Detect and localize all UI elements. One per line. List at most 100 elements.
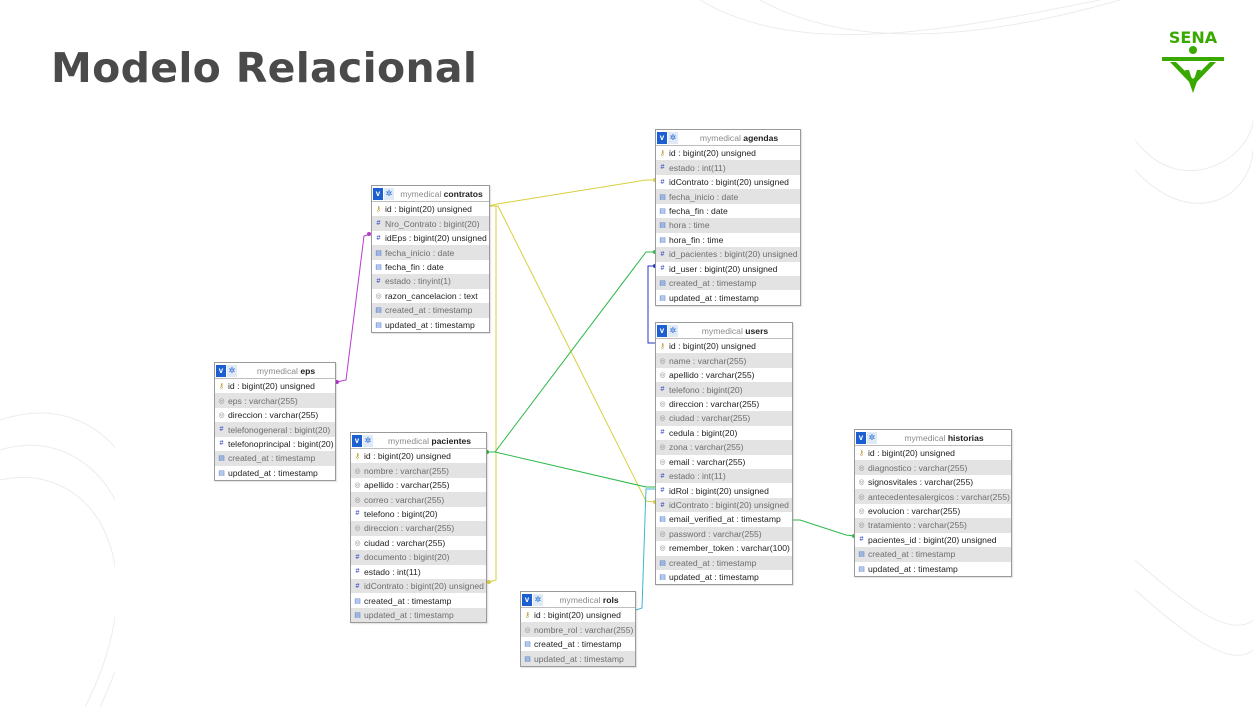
collapse-icon[interactable]: v — [216, 364, 226, 377]
table-eps[interactable]: v ✲ mymedical eps ⚷id : bigint(20) unsig… — [214, 362, 336, 482]
table-pacientes[interactable]: v ✲ mymedical pacientes ⚷id : bigint(20)… — [350, 432, 487, 624]
table-rols[interactable]: v ✲ mymedical rols ⚷id : bigint(20) unsi… — [520, 591, 636, 667]
column-row[interactable]: ▤updated_at : timestamp — [351, 607, 486, 623]
column-label: fecha_fin : date — [385, 261, 444, 272]
table-header[interactable]: v ✲ mymedical historias — [855, 430, 1011, 446]
options-icon[interactable]: ✲ — [867, 431, 877, 444]
column-row[interactable]: ▤created_at : timestamp — [351, 593, 486, 607]
column-row[interactable]: ▤fecha_inicio : date — [656, 189, 800, 204]
table-agendas[interactable]: v ✲ mymedical agendas ⚷id : bigint(20) u… — [655, 129, 801, 306]
column-row[interactable]: ◎nombre : varchar(255) — [351, 463, 486, 478]
table-header[interactable]: v ✲ mymedical rols — [521, 592, 635, 608]
column-row[interactable]: ▤created_at : timestamp — [656, 275, 800, 291]
options-icon[interactable]: ✲ — [227, 364, 237, 377]
table-header[interactable]: v ✲ mymedical pacientes — [351, 433, 486, 449]
column-row[interactable]: ◎remember_token : varchar(100) — [656, 541, 792, 555]
column-row[interactable]: ◎zona : varchar(255) — [656, 440, 792, 455]
collapse-icon[interactable]: v — [352, 434, 362, 447]
column-row[interactable]: ▤email_verified_at : timestamp — [656, 512, 792, 526]
column-row[interactable]: #pacientes_id : bigint(20) unsigned — [855, 533, 1011, 547]
column-row[interactable]: ◎tratamiento : varchar(255) — [855, 518, 1011, 533]
column-row[interactable]: ▤updated_at : timestamp — [372, 318, 489, 332]
column-row[interactable]: ⚷id : bigint(20) unsigned — [656, 339, 792, 353]
column-row[interactable]: ▤fecha_inicio : date — [372, 245, 489, 260]
column-row[interactable]: ⚷id : bigint(20) unsigned — [656, 146, 800, 160]
collapse-icon[interactable]: v — [657, 324, 667, 337]
column-row[interactable]: #cedula : bigint(20) — [656, 426, 792, 440]
column-row[interactable]: ◎razon_cancelacion : text — [372, 289, 489, 303]
column-row[interactable]: ◎signosvitales : varchar(255) — [855, 475, 1011, 489]
table-header[interactable]: v ✲ mymedical users — [656, 323, 792, 339]
column-row[interactable]: ◎apellido : varchar(255) — [656, 368, 792, 382]
column-row[interactable]: ◎apellido : varchar(255) — [351, 478, 486, 492]
column-row[interactable]: ⚷id : bigint(20) unsigned — [521, 608, 635, 622]
collapse-icon[interactable]: v — [657, 131, 667, 144]
column-row[interactable]: ◎ciudad : varchar(255) — [656, 411, 792, 426]
column-row[interactable]: #idContrato : bigint(20) unsigned — [656, 175, 800, 189]
column-row[interactable]: ◎diagnostico : varchar(255) — [855, 460, 1011, 475]
column-row[interactable]: ◎correo : varchar(255) — [351, 492, 486, 507]
column-row[interactable]: ◎ciudad : varchar(255) — [351, 536, 486, 550]
column-row[interactable]: ⚷id : bigint(20) unsigned — [855, 446, 1011, 460]
column-row[interactable]: #idContrato : bigint(20) unsigned — [351, 578, 486, 594]
column-row[interactable]: ◎direccion : varchar(255) — [351, 521, 486, 536]
column-row[interactable]: #telefono : bigint(20) — [351, 507, 486, 521]
table-historias[interactable]: v ✲ mymedical historias ⚷id : bigint(20)… — [854, 429, 1012, 577]
column-row[interactable]: ▤updated_at : timestamp — [521, 651, 635, 666]
table-header[interactable]: v ✲ mymedical eps — [215, 363, 335, 379]
column-row[interactable]: ▤created_at : timestamp — [521, 637, 635, 651]
column-row[interactable]: #idRol : bigint(20) unsigned — [656, 483, 792, 497]
column-row[interactable]: #telefonogeneral : bigint(20) — [215, 422, 335, 437]
options-icon[interactable]: ✲ — [668, 131, 678, 144]
column-row[interactable]: ▤created_at : timestamp — [656, 555, 792, 570]
column-row[interactable]: #Nro_Contrato : bigint(20) — [372, 216, 489, 231]
column-row[interactable]: #estado : int(11) — [656, 468, 792, 484]
table-contratos[interactable]: v ✲ mymedical contratos ⚷id : bigint(20)… — [371, 185, 490, 333]
column-row[interactable]: #idContrato : bigint(20) unsigned — [656, 497, 792, 513]
column-row[interactable]: #idEps : bigint(20) unsigned — [372, 231, 489, 245]
table-users[interactable]: v ✲ mymedical users ⚷id : bigint(20) uns… — [655, 322, 793, 586]
column-row[interactable]: ◎password : varchar(255) — [656, 526, 792, 542]
column-row[interactable]: ⚷id : bigint(20) unsigned — [215, 379, 335, 393]
column-row[interactable]: ▤created_at : timestamp — [215, 451, 335, 466]
column-row[interactable]: ◎name : varchar(255) — [656, 353, 792, 368]
column-row[interactable]: ⚷id : bigint(20) unsigned — [351, 449, 486, 463]
column-row[interactable]: ▤created_at : timestamp — [855, 547, 1011, 562]
collapse-icon[interactable]: v — [522, 593, 532, 606]
column-type-icon: ▤ — [375, 263, 382, 271]
column-row[interactable]: ▤updated_at : timestamp — [656, 570, 792, 584]
column-row[interactable]: ⚷id : bigint(20) unsigned — [372, 202, 489, 216]
collapse-icon[interactable]: v — [856, 431, 866, 444]
column-row[interactable]: #id_pacientes : bigint(20) unsigned — [656, 247, 800, 262]
column-row[interactable]: ◎direccion : varchar(255) — [656, 397, 792, 411]
column-row[interactable]: ◎nombre_rol : varchar(255) — [521, 622, 635, 637]
column-row[interactable]: #id_user : bigint(20) unsigned — [656, 262, 800, 276]
column-row[interactable]: ▤hora : time — [656, 218, 800, 233]
column-row[interactable]: #telefonoprincipal : bigint(20) — [215, 437, 335, 451]
column-row[interactable]: #telefono : bigint(20) — [656, 382, 792, 397]
options-icon[interactable]: ✲ — [533, 593, 543, 606]
column-label: telefonogeneral : bigint(20) — [228, 424, 331, 435]
column-row[interactable]: #estado : int(11) — [351, 565, 486, 579]
column-row[interactable]: ◎evolucion : varchar(255) — [855, 504, 1011, 518]
options-icon[interactable]: ✲ — [668, 324, 678, 337]
column-row[interactable]: ◎direccion : varchar(255) — [215, 408, 335, 422]
table-header[interactable]: v ✲ mymedical contratos — [372, 186, 489, 202]
column-row[interactable]: ▤updated_at : timestamp — [656, 290, 800, 304]
column-row[interactable]: ◎eps : varchar(255) — [215, 393, 335, 408]
options-icon[interactable]: ✲ — [363, 434, 373, 447]
table-header[interactable]: v ✲ mymedical agendas — [656, 130, 800, 146]
column-row[interactable]: #estado : tinyint(1) — [372, 274, 489, 289]
column-row[interactable]: ▤updated_at : timestamp — [215, 466, 335, 480]
column-row[interactable]: ▤fecha_fin : date — [372, 260, 489, 274]
column-row[interactable]: ◎email : varchar(255) — [656, 455, 792, 469]
collapse-icon[interactable]: v — [373, 187, 383, 200]
column-row[interactable]: ▤created_at : timestamp — [372, 303, 489, 318]
column-row[interactable]: ▤hora_fin : time — [656, 233, 800, 247]
column-row[interactable]: #documento : bigint(20) — [351, 550, 486, 565]
options-icon[interactable]: ✲ — [384, 187, 394, 200]
column-row[interactable]: ▤fecha_fin : date — [656, 204, 800, 218]
column-row[interactable]: ◎antecedentesalergicos : varchar(255) — [855, 489, 1011, 504]
column-row[interactable]: ▤updated_at : timestamp — [855, 562, 1011, 576]
column-row[interactable]: #estado : int(11) — [656, 160, 800, 175]
